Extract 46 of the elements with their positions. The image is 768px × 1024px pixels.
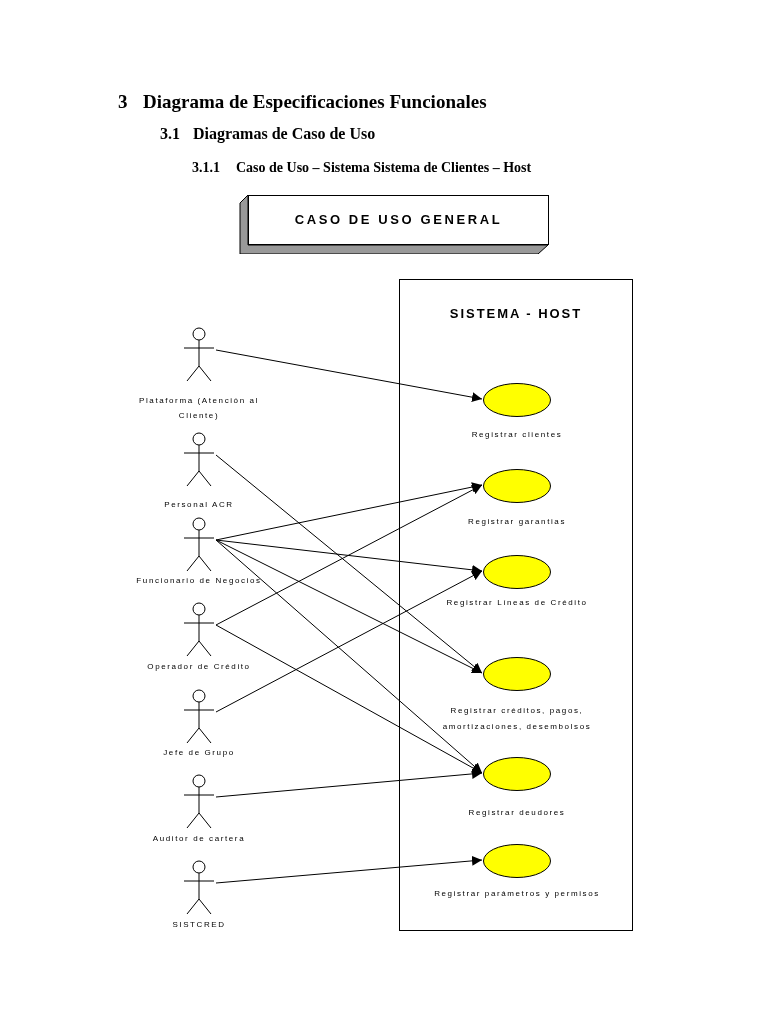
use-case-ellipse bbox=[483, 757, 551, 791]
actor-label: Jefe de Grupo bbox=[162, 747, 236, 759]
use-case-label: Registrar créditos, pagos, amortizaciones, desembolsos bbox=[441, 705, 593, 733]
use-case-ellipse bbox=[483, 383, 551, 417]
actor-figure bbox=[182, 431, 216, 487]
actor-label: SISTCRED bbox=[171, 919, 227, 931]
association-arrow bbox=[215, 624, 483, 774]
system-boundary bbox=[399, 279, 633, 931]
use-case-label: Registrar parámetros y permisos bbox=[433, 888, 601, 900]
actor-label: Funcionario de Negocios bbox=[135, 575, 263, 587]
association-arrow bbox=[215, 454, 483, 674]
section-heading: Diagramas de Caso de Uso bbox=[193, 124, 376, 145]
actor-label: Personal ACR bbox=[163, 499, 235, 511]
use-case-label: Registrar clientes bbox=[470, 429, 564, 441]
banner-title: CASO DE USO GENERAL bbox=[294, 211, 503, 230]
association-arrow bbox=[215, 484, 483, 626]
section-heading: Diagrama de Especificaciones Funcionales bbox=[143, 90, 487, 114]
use-case-ellipse bbox=[483, 657, 551, 691]
association-arrow bbox=[215, 482, 483, 541]
use-case-ellipse bbox=[483, 844, 551, 878]
association-arrow bbox=[215, 349, 483, 403]
system-title: SISTEMA - HOST bbox=[448, 305, 584, 323]
use-case-ellipse bbox=[483, 555, 551, 589]
use-case-label: Registrar Líneas de Crédito bbox=[445, 597, 589, 609]
association-arrow bbox=[215, 539, 483, 674]
association-arrow bbox=[215, 768, 483, 798]
section-heading: 3.1.1 bbox=[192, 159, 220, 177]
actor-figure bbox=[182, 773, 216, 829]
association-arrow bbox=[215, 539, 483, 774]
use-case-ellipse bbox=[483, 469, 551, 503]
actor-figure bbox=[182, 326, 216, 382]
actor-figure bbox=[182, 516, 216, 572]
association-arrow bbox=[215, 570, 483, 713]
actor-label: Auditor de cartera bbox=[151, 833, 247, 845]
banner-box bbox=[248, 195, 549, 245]
actor-figure bbox=[182, 601, 216, 657]
actor-figure bbox=[182, 859, 216, 915]
section-heading: Caso de Uso – Sistema Sistema de Clientes – Host bbox=[236, 159, 532, 177]
section-heading: 3.1 bbox=[160, 124, 180, 144]
actor-label: Operador de Crédito bbox=[146, 661, 252, 673]
use-case-label: Registrar deudores bbox=[467, 807, 567, 819]
use-case-label: Registrar garantias bbox=[467, 516, 567, 528]
actor-figure bbox=[182, 688, 216, 744]
section-heading: 3 bbox=[118, 90, 128, 114]
actor-label: Plataforma (Atención al Cliente) bbox=[138, 395, 260, 422]
association-arrow bbox=[215, 855, 483, 884]
